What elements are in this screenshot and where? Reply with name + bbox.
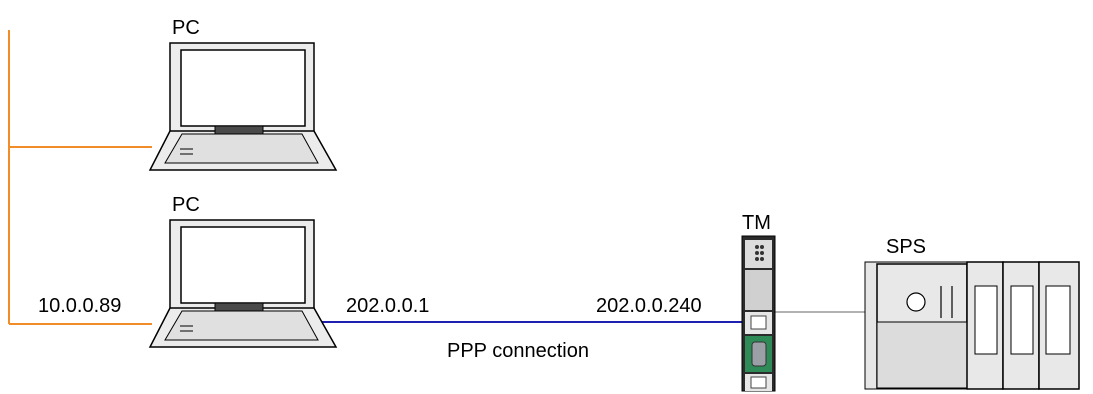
sps-label: SPS <box>886 236 926 258</box>
laptop-icon <box>148 219 338 348</box>
lan-network <box>8 30 152 325</box>
pc-top-label: PC <box>172 17 200 39</box>
ppp-connection-label: PPP connection <box>447 340 589 362</box>
ip-pc-lan-label: 10.0.0.89 <box>38 295 121 317</box>
tm-module: TM <box>741 212 776 392</box>
ip-tm-label: 202.0.0.240 <box>596 295 702 317</box>
teleservice-module-icon <box>741 235 776 392</box>
sps-plc: SPS <box>864 236 1080 390</box>
pc-top-laptop: PC <box>148 17 338 171</box>
ip-pc-ppp-label: 202.0.0.1 <box>346 295 429 317</box>
pc-bottom-laptop: PC <box>148 194 338 348</box>
laptop-icon <box>148 42 338 171</box>
pc-bottom-label: PC <box>172 194 200 216</box>
plc-rack-icon <box>864 261 1080 390</box>
tm-label: TM <box>742 212 771 234</box>
